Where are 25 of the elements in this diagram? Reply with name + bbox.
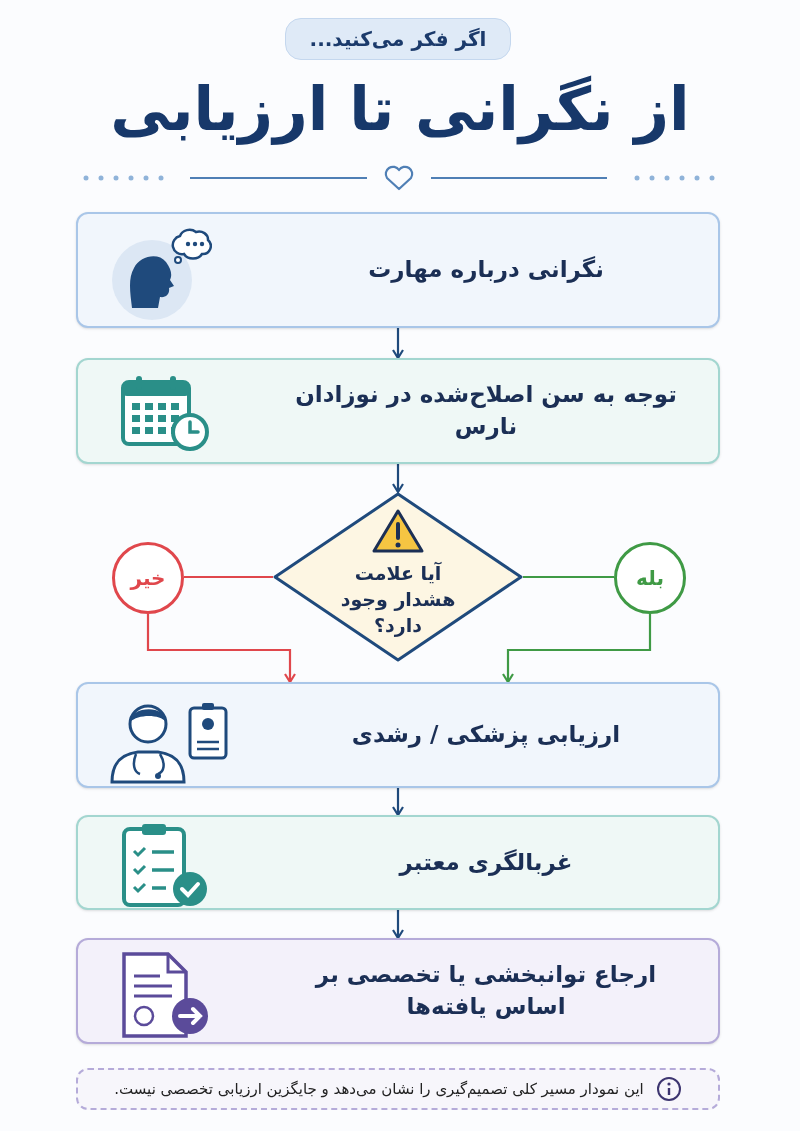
question-text: آیا علامت هشدار وجود دارد؟ xyxy=(339,561,457,639)
arrow xyxy=(146,614,297,684)
intro-text: اگر فکر می‌کنید... xyxy=(309,26,487,53)
arrow xyxy=(391,464,405,494)
arrow xyxy=(391,328,405,360)
step-text: ارزیابی پزشکی / رشدی xyxy=(351,720,621,750)
step-text: غربالگری معتبر xyxy=(399,847,573,878)
decision-diamond xyxy=(273,492,523,662)
arrow xyxy=(501,614,652,684)
answer-text: خیر xyxy=(130,565,166,592)
note-box xyxy=(76,1068,720,1110)
step-text: ارجاع توانبخشی یا تخصصی بر اساس یافته‌ها xyxy=(313,960,658,1021)
step-box xyxy=(76,938,720,1044)
arrow xyxy=(391,910,405,940)
step-text: توجه به سن اصلاح‌شده در نوزادان نارس xyxy=(294,380,678,442)
intro-pill xyxy=(285,18,511,60)
answer-text: بله xyxy=(636,565,664,592)
step-text: نگرانی درباره مهارت xyxy=(368,255,604,285)
step-box xyxy=(76,212,720,328)
step-box xyxy=(76,682,720,788)
disclaimer-text: این نمودار مسیر کلی تصمیم‌گیری را نشان می‌دهد و جایگزین ارزیابی تخصصی نیست. xyxy=(114,1078,644,1100)
step-box xyxy=(76,815,720,910)
step-box xyxy=(76,358,720,464)
title: از نگرانی تا ارزیابی xyxy=(109,73,691,147)
arrow xyxy=(391,788,405,817)
